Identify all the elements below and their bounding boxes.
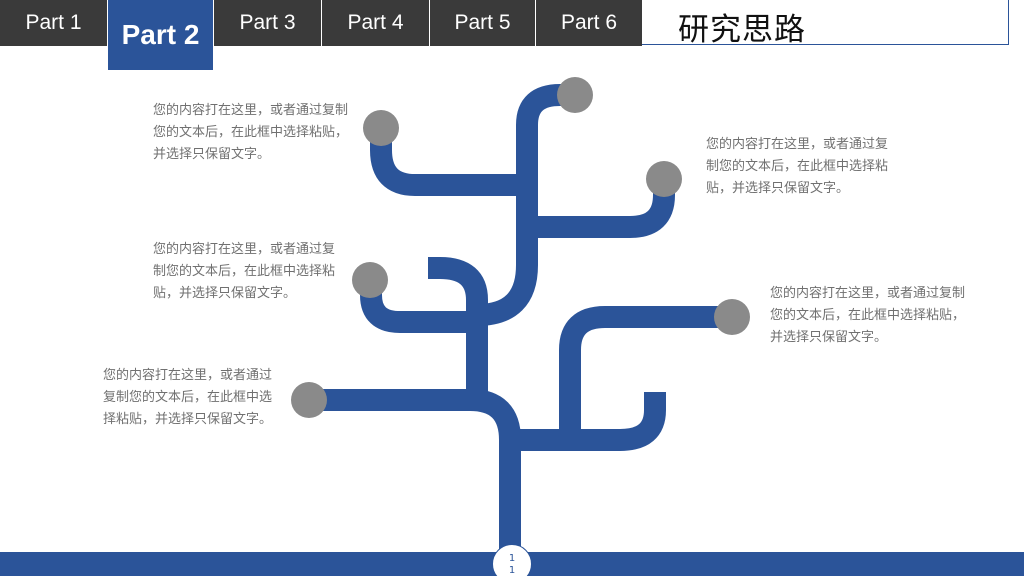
branch-left-lower (428, 257, 488, 400)
title-underline (642, 44, 1008, 45)
node-top-left (363, 110, 399, 146)
title-right-border (1008, 0, 1009, 45)
tab-part-6[interactable]: Part 6 (536, 0, 642, 46)
text-top-left: 您的内容打在这里，或者通过复制您的文本后，在此框中选择粘贴，并选择只保留文字。 (153, 103, 349, 162)
tab-part-3[interactable]: Part 3 (214, 0, 321, 46)
page-number: 11 (508, 553, 516, 576)
node-top-right (646, 161, 682, 197)
text-top-right: 您的内容打在这里，或者通过复制您的文本后，在此框中选择粘贴，并选择只保留文字。 (706, 137, 889, 196)
branch-center-stem (476, 84, 575, 326)
text-mid-left: 您的内容打在这里，或者通过复制您的文本后，在此框中选择粘贴，并选择只保留文字。 (153, 242, 336, 301)
tab-part-4[interactable]: Part 4 (322, 0, 429, 46)
tab-part-2[interactable]: Part 2 (108, 0, 213, 70)
text-bottom-left: 您的内容打在这里，或者通过复制您的文本后，在此框中选择粘贴，并选择只保留文字。 (103, 368, 273, 427)
branch-top-left (370, 128, 527, 196)
branch-right-lower (510, 392, 666, 451)
page-number-badge: 11 (492, 544, 532, 576)
node-bottom-left (291, 382, 327, 418)
page-title: 研究思路 (678, 12, 806, 48)
branch-right-mid (559, 306, 732, 440)
text-mid-right: 您的内容打在这里，或者通过复制您的文本后，在此框中选择粘贴，并选择只保留文字。 (770, 286, 966, 345)
branch-top-right (527, 180, 675, 238)
tab-part-1[interactable]: Part 1 (0, 0, 107, 46)
trunk (308, 389, 521, 555)
node-mid-right (714, 299, 750, 335)
tab-part-5[interactable]: Part 5 (430, 0, 535, 46)
node-mid-left (352, 262, 388, 298)
node-top-center (557, 77, 593, 113)
branch-mid-left (360, 282, 477, 333)
